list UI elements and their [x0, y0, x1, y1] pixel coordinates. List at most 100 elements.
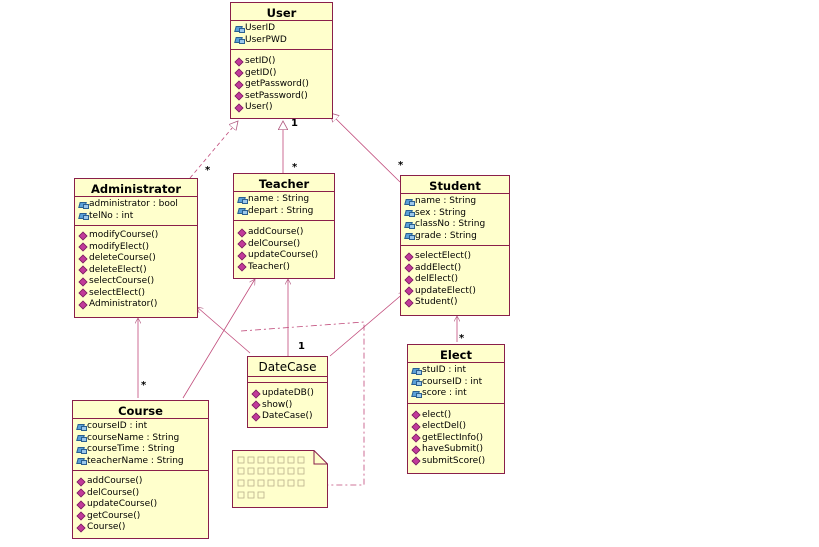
attribute: teacherName : String [77, 456, 208, 468]
operation-icon [234, 80, 244, 90]
attribute-icon [405, 198, 415, 206]
operation-icon [234, 91, 244, 101]
class-user-name: User [231, 3, 332, 21]
attribute: telNo : int [79, 211, 197, 223]
multiplicity-course: * [141, 380, 147, 391]
attribute-icon [412, 390, 422, 398]
operation-icon [411, 422, 421, 432]
operation-icon [234, 103, 244, 113]
operation: submitScore() [411, 456, 504, 468]
attribute-icon [77, 434, 87, 443]
attribute: UserPWD [235, 35, 332, 47]
class-course-operations: addCourse() delCourse() updateCourse() g… [73, 471, 208, 537]
operation: updateCourse() [237, 250, 334, 262]
operation-icon [76, 488, 86, 498]
operation: User() [234, 102, 332, 114]
operation: delCourse() [237, 239, 334, 251]
operation-icon [411, 456, 421, 466]
assoc-course-teacher [182, 279, 256, 399]
operation-icon [251, 400, 261, 410]
class-user-operations: setID() getID() getPassword() setPasswor… [231, 50, 332, 117]
operation-icon [78, 277, 88, 287]
operation-icon [404, 275, 414, 285]
class-administrator-operations: modifyCourse() modifyElect() deleteCours… [75, 226, 197, 314]
operation: setID() [234, 56, 332, 68]
operation: addCourse() [237, 227, 334, 239]
note-icon [232, 450, 328, 508]
attribute: courseTime : String [77, 444, 208, 456]
attribute-icon [238, 196, 248, 204]
multiplicity-elect: * [459, 333, 465, 344]
operation-icon [404, 298, 414, 308]
attribute: UserID [235, 23, 332, 35]
operation: addElect() [404, 263, 509, 275]
class-teacher-name: Teacher [234, 174, 334, 192]
attribute-icon [77, 446, 87, 454]
attribute-icon [77, 423, 87, 431]
class-elect-operations: elect() electDel() getElectInfo() haveSu… [408, 404, 504, 471]
operation: haveSubmit() [411, 444, 504, 456]
operation-icon [237, 239, 247, 249]
operation-icon [76, 477, 86, 487]
attribute-icon [77, 457, 87, 466]
class-teacher[interactable]: Teacher name : String depart : String ad… [233, 173, 335, 279]
attribute-icon [412, 378, 422, 387]
attribute: sex : String [405, 208, 509, 220]
operation-icon [78, 288, 88, 298]
attribute-icon [238, 207, 248, 216]
operation: selectCourse() [78, 276, 197, 288]
operation: deleteElect() [78, 265, 197, 277]
operation: Student() [404, 297, 509, 309]
multiplicity-admin: * [205, 165, 211, 176]
operation: Teacher() [237, 262, 334, 274]
class-user[interactable]: User UserID UserPWD setID() getID() getP… [230, 2, 333, 119]
operation: Course() [76, 522, 208, 534]
attribute: grade : String [405, 231, 509, 243]
operation: setPassword() [234, 91, 332, 103]
assoc-datecase-student [329, 292, 405, 357]
attribute-icon [405, 209, 415, 218]
attribute: courseID : int [77, 421, 208, 433]
attribute: classNo : String [405, 219, 509, 231]
class-course[interactable]: Course courseID : int courseName : Strin… [72, 400, 209, 539]
attribute: courseName : String [77, 433, 208, 445]
operation-icon [404, 286, 414, 296]
class-student-name: Student [401, 176, 509, 194]
operation-icon [411, 445, 421, 455]
multiplicity-student: * [398, 160, 404, 171]
operation-icon [411, 433, 421, 443]
operation: deleteCourse() [78, 253, 197, 265]
class-administrator-attributes: administrator : bool telNo : int [75, 197, 197, 226]
operation-icon [76, 500, 86, 510]
operation: selectElect() [78, 288, 197, 300]
class-administrator[interactable]: Administrator administrator : bool telNo… [74, 178, 198, 318]
operation: modifyElect() [78, 242, 197, 254]
operation-icon [78, 300, 88, 310]
operation: getCourse() [76, 511, 208, 523]
operation: electDel() [411, 421, 504, 433]
multiplicity-user-teacher: 1 [291, 118, 298, 129]
class-datecase-attributes [248, 377, 327, 383]
operation-icon [76, 511, 86, 521]
operation: updateCourse() [76, 499, 208, 511]
class-course-attributes: courseID : int courseName : String cours… [73, 419, 208, 471]
operation: elect() [411, 410, 504, 422]
operation-icon [411, 410, 421, 420]
class-datecase-name: DateCase [248, 357, 327, 377]
operation: delElect() [404, 274, 509, 286]
operation-icon [237, 262, 247, 272]
class-elect[interactable]: Elect stuID : int courseID : int score :… [407, 344, 505, 474]
class-student[interactable]: Student name : String sex : String class… [400, 175, 510, 316]
operation: updateDB() [251, 388, 327, 400]
operation-icon [78, 242, 88, 252]
attribute: name : String [405, 196, 509, 208]
operation-icon [78, 265, 88, 275]
class-administrator-name: Administrator [75, 179, 197, 197]
class-elect-name: Elect [408, 345, 504, 363]
operation: modifyCourse() [78, 230, 197, 242]
class-datecase[interactable]: DateCase updateDB() show() DateCase() [247, 356, 328, 428]
attribute-icon [405, 221, 415, 229]
operation-icon [234, 57, 244, 67]
